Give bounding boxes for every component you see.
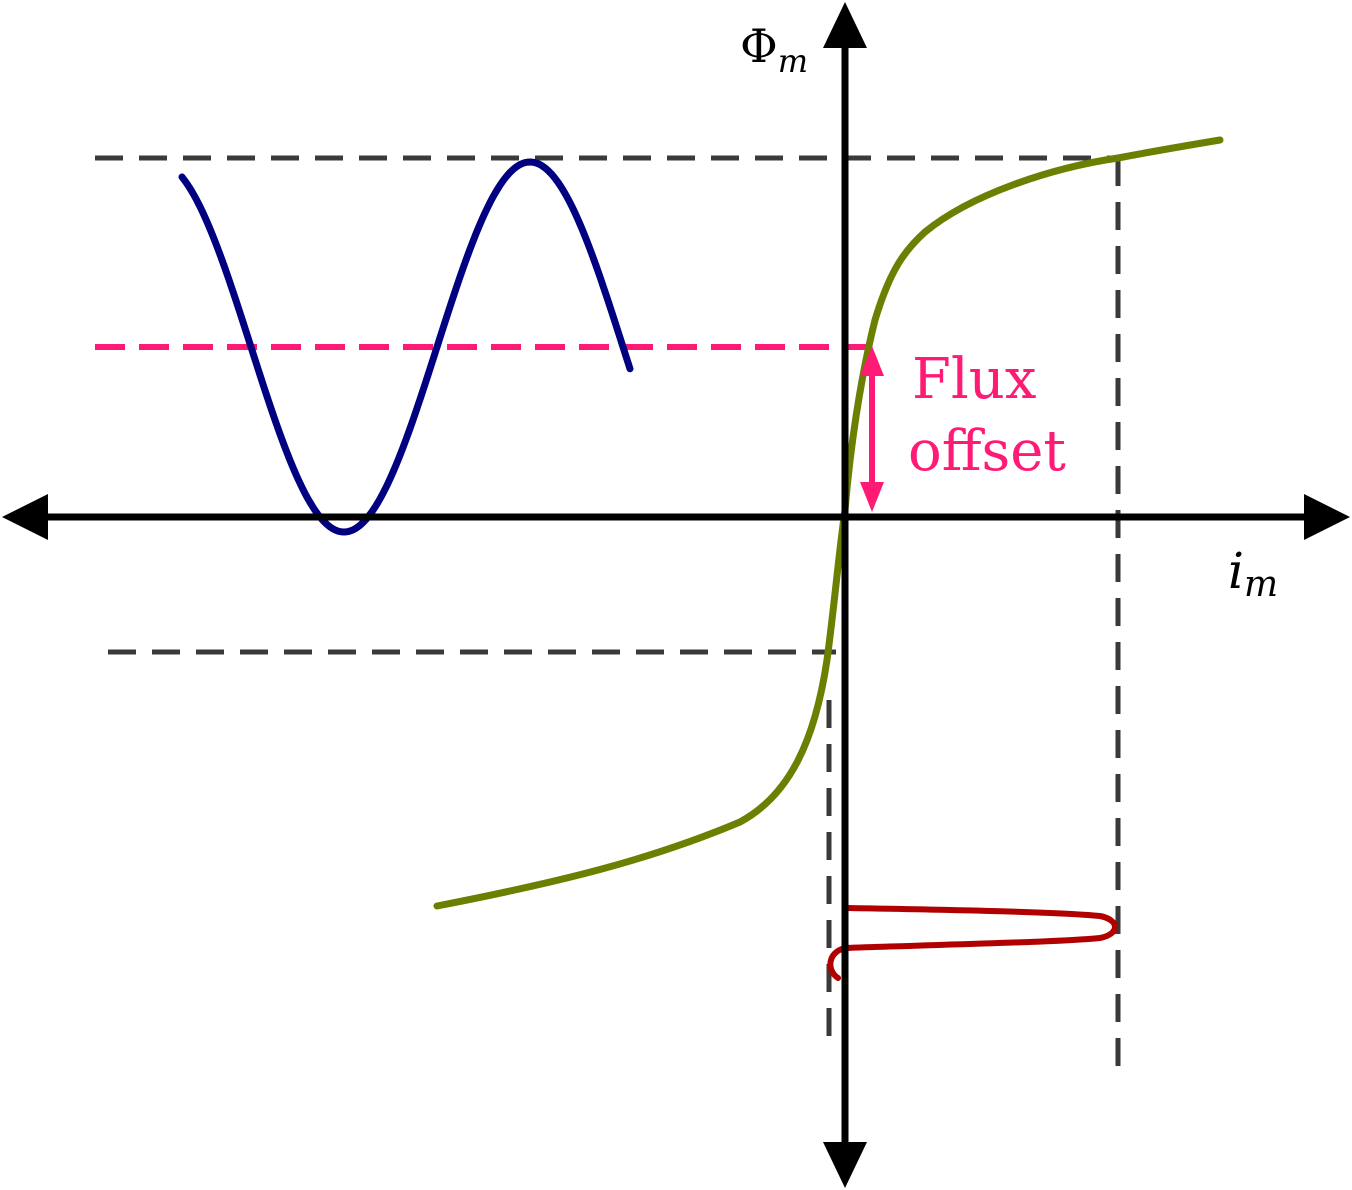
guide-lines bbox=[95, 155, 1121, 1082]
y-axis-top-arrow bbox=[823, 2, 867, 48]
flux-waveform bbox=[178, 158, 634, 536]
x-axis-subscript: m bbox=[1244, 564, 1278, 605]
x-axis-symbol: i bbox=[1228, 542, 1244, 600]
flux-offset-arrow bbox=[860, 346, 884, 512]
flux-offset-label-line1: Flux bbox=[912, 347, 1036, 412]
y-axis-label: Φm bbox=[740, 19, 808, 80]
x-axis-label: im bbox=[1228, 542, 1278, 605]
x-axis-left-arrow bbox=[2, 494, 48, 540]
x-axis-right-arrow bbox=[1304, 494, 1350, 540]
current-waveform bbox=[827, 905, 1118, 981]
y-axis-symbol: Φ bbox=[740, 19, 778, 73]
y-axis-subscript: m bbox=[778, 42, 808, 80]
y-axis-bottom-arrow bbox=[823, 1142, 867, 1188]
flux-offset-label-line2: offset bbox=[908, 419, 1066, 484]
